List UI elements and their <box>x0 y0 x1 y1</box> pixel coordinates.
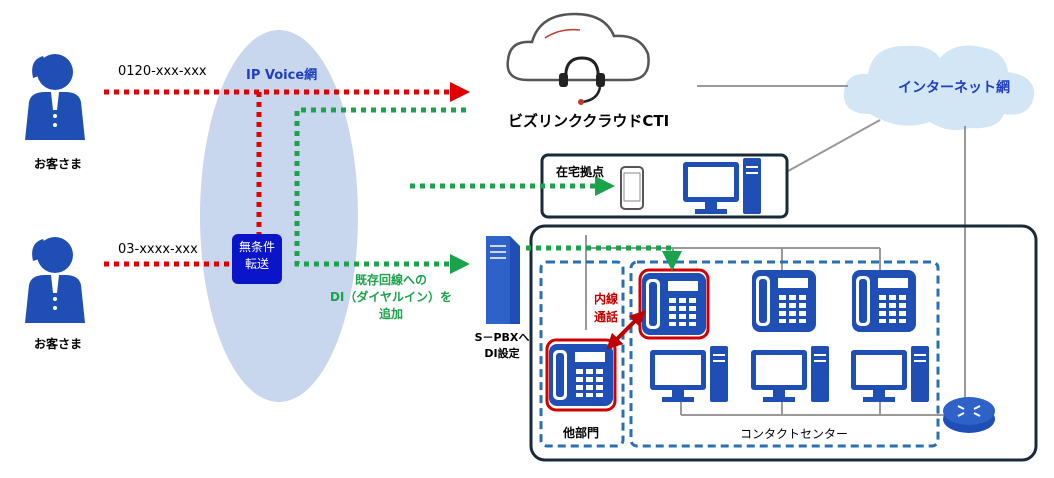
did-note-line: 既存回線への <box>354 273 427 287</box>
phone-icon <box>752 270 816 332</box>
customer-label: お客さま <box>34 337 83 351</box>
pbx-label: S－PBXへ DI設定 <box>470 330 534 362</box>
did-note-line: 追加 <box>378 307 403 321</box>
customer-number: 0120-xxx-xxx <box>118 64 207 79</box>
forward-badge <box>232 234 282 284</box>
pbx-label-line: S－PBXへ <box>474 331 530 344</box>
internal-call-label: 内線 通話 <box>588 290 624 326</box>
cti-label: ビズリンククラウドCTI <box>508 112 670 130</box>
forward-badge-line: 無条件 <box>238 240 275 254</box>
contact-center-frame <box>629 260 940 448</box>
internal-call-line: 通話 <box>593 310 618 324</box>
green-call-path <box>294 107 682 274</box>
router-icon <box>943 397 995 433</box>
phone-icon <box>549 344 613 406</box>
other-dept-label: 他部門 <box>563 426 600 440</box>
internal-call-line: 内線 <box>593 292 618 306</box>
forward-badge-line: 転送 <box>244 257 269 271</box>
red-call-path <box>104 82 470 267</box>
person-on-phone-icon <box>25 237 85 323</box>
internet-cloud-icon <box>843 45 1035 130</box>
ip-voice-network-label: IP Voice網 <box>246 68 318 83</box>
phone-icon <box>642 273 706 335</box>
internal-call-arrow <box>606 310 646 350</box>
ip-voice-network-ellipse <box>200 30 358 402</box>
phone-icon <box>852 270 916 332</box>
person-on-phone-icon <box>25 54 85 140</box>
pbx-server-icon <box>486 236 520 324</box>
desktop-pc-icon <box>751 346 829 402</box>
pbx-label-line: DI設定 <box>484 347 520 360</box>
customer-label: お客さま <box>34 157 83 171</box>
smartphone-icon <box>620 166 644 210</box>
desktop-pc-icon <box>851 346 929 402</box>
forward-badge-text: 無条件 転送 <box>232 239 282 273</box>
did-note-line: DI（ダイヤルイン）を <box>329 290 453 304</box>
contact-center-label: コンタクトセンター <box>740 427 849 441</box>
desktop-pc-icon <box>650 346 728 402</box>
office-frame <box>529 224 1038 462</box>
internet-label: インターネット網 <box>898 80 1010 96</box>
cloud-headset-icon <box>506 12 650 105</box>
customer-number: 03-xxxx-xxx <box>118 242 198 257</box>
home-site-label: 在宅拠点 <box>556 165 605 179</box>
did-note: 既存回線への DI（ダイヤルイン）を 追加 <box>322 272 460 323</box>
